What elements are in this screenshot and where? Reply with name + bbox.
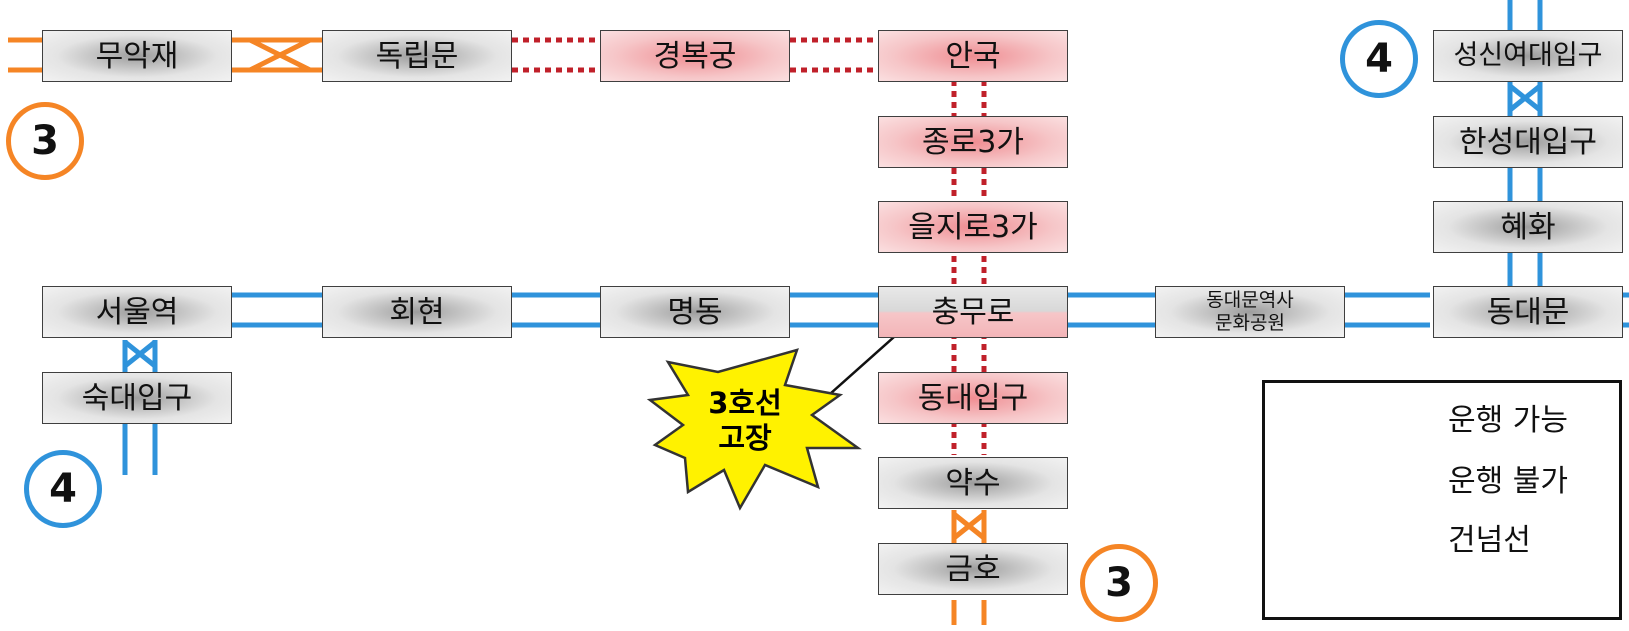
line4-badge-left: 4 bbox=[24, 450, 102, 528]
station-hoehyeon: 회현 bbox=[322, 286, 512, 338]
station-myeongdong: 명동 bbox=[600, 286, 790, 338]
line3-crossovers bbox=[248, 37, 986, 540]
station-chungmuro: 충무로 bbox=[878, 286, 1068, 338]
line3-badge-top: 3 bbox=[6, 102, 84, 180]
station-gyeongbokgung: 경복궁 bbox=[600, 30, 790, 82]
station-hansung-univ: 한성대입구 bbox=[1433, 116, 1623, 168]
station-seoul: 서울역 bbox=[42, 286, 232, 338]
legend-operable-label: 운행 가능 bbox=[1448, 403, 1568, 438]
legend-box bbox=[1262, 380, 1622, 620]
station-euljiro3ga: 을지로3가 bbox=[878, 201, 1068, 253]
legend-inoperable-label: 운행 불가 bbox=[1448, 464, 1568, 499]
line3-badge-bottom: 3 bbox=[1080, 544, 1158, 622]
fault-burst bbox=[646, 348, 862, 511]
station-yaksu: 약수 bbox=[878, 457, 1068, 509]
station-dongnimmun: 독립문 bbox=[322, 30, 512, 82]
line4-crossovers bbox=[123, 84, 1542, 368]
legend-crossover-label: 건넘선 bbox=[1448, 523, 1531, 558]
station-ddp: 동대문역사 문화공원 bbox=[1155, 286, 1345, 338]
station-muakjae: 무악재 bbox=[42, 30, 232, 82]
station-dongdaemun: 동대문 bbox=[1433, 286, 1623, 338]
station-geumho: 금호 bbox=[878, 543, 1068, 595]
station-anguk: 안국 bbox=[878, 30, 1068, 82]
station-sungshin: 성신여대입구 bbox=[1433, 30, 1623, 82]
station-jongno3ga: 종로3가 bbox=[878, 116, 1068, 168]
station-hyehwa: 혜화 bbox=[1433, 201, 1623, 253]
station-dongguk-univ: 동대입구 bbox=[878, 372, 1068, 424]
station-sookmyung: 숙대입구 bbox=[42, 372, 232, 424]
fault-label: 3호선 고장 bbox=[708, 386, 782, 455]
line4-badge-right: 4 bbox=[1340, 20, 1418, 98]
